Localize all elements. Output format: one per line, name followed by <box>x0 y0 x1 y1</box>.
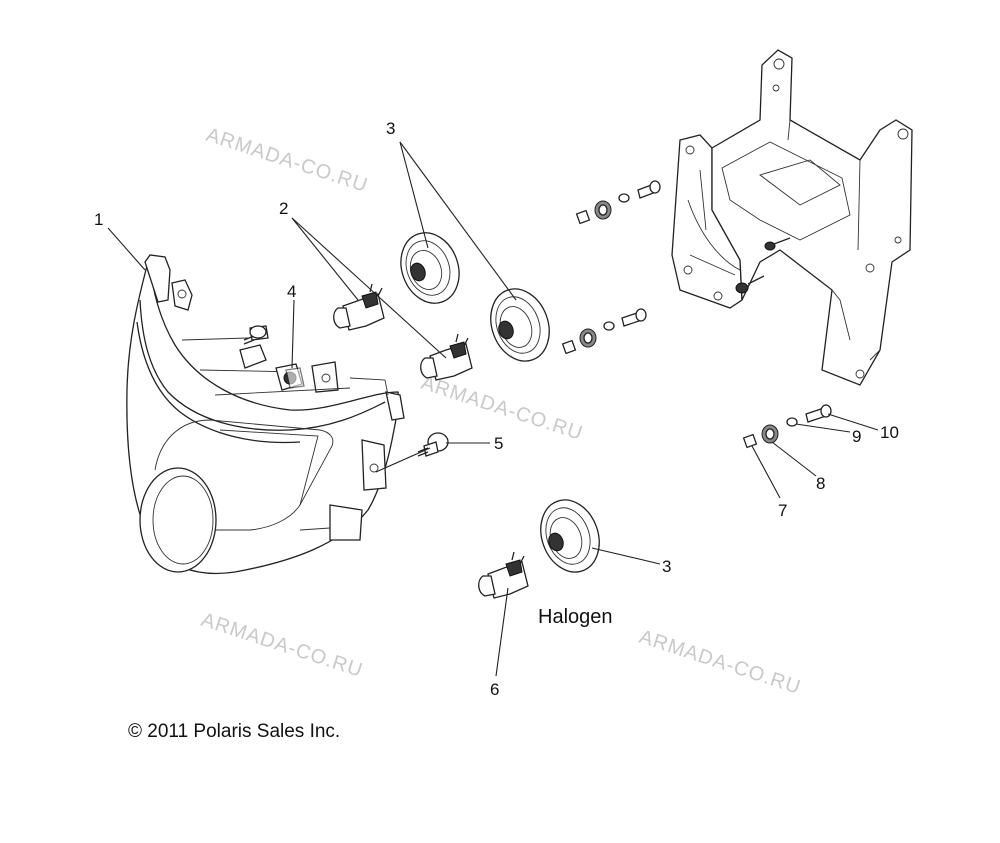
callout-8: 8 <box>816 474 825 493</box>
callout-3-upper: 3 <box>386 119 395 138</box>
nut-part-7 <box>742 433 758 449</box>
headlight-housing <box>126 254 405 575</box>
watermark-1: ARMADA-CO.RU <box>203 124 370 197</box>
screw-part-5 <box>417 432 449 457</box>
housing-screw <box>243 325 269 345</box>
copyright-text: © 2011 Polaris Sales Inc. <box>128 721 340 742</box>
halogen-bulb <box>478 551 529 599</box>
boot-middle <box>490 288 550 362</box>
callouts: 1 2 3 4 5 3 6 7 8 9 10 <box>94 119 899 699</box>
halogen-label: Halogen <box>538 606 613 628</box>
callout-4: 4 <box>287 282 296 301</box>
callout-3-lower: 3 <box>662 557 671 576</box>
hardware-middle <box>561 308 647 355</box>
adjuster-part-4 <box>275 363 305 391</box>
callout-7: 7 <box>778 501 787 520</box>
boot-lower <box>540 499 600 573</box>
callout-5: 5 <box>494 434 503 453</box>
callout-10: 10 <box>880 423 899 442</box>
bulb-lower <box>420 333 473 381</box>
hardware-upper <box>575 180 661 225</box>
washer-part-9 <box>786 417 798 427</box>
callout-9: 9 <box>852 427 861 446</box>
callout-6: 6 <box>490 680 499 699</box>
boot-upper <box>400 232 460 304</box>
hardware-lower <box>742 404 832 449</box>
callout-1: 1 <box>94 210 103 229</box>
mounting-bracket <box>671 49 913 386</box>
callout-2: 2 <box>279 199 288 218</box>
bulb-upper <box>333 283 385 331</box>
watermark-4: ARMADA-CO.RU <box>198 609 365 682</box>
watermark-5: ARMADA-CO.RU <box>636 626 803 699</box>
leader-lines <box>107 141 879 677</box>
